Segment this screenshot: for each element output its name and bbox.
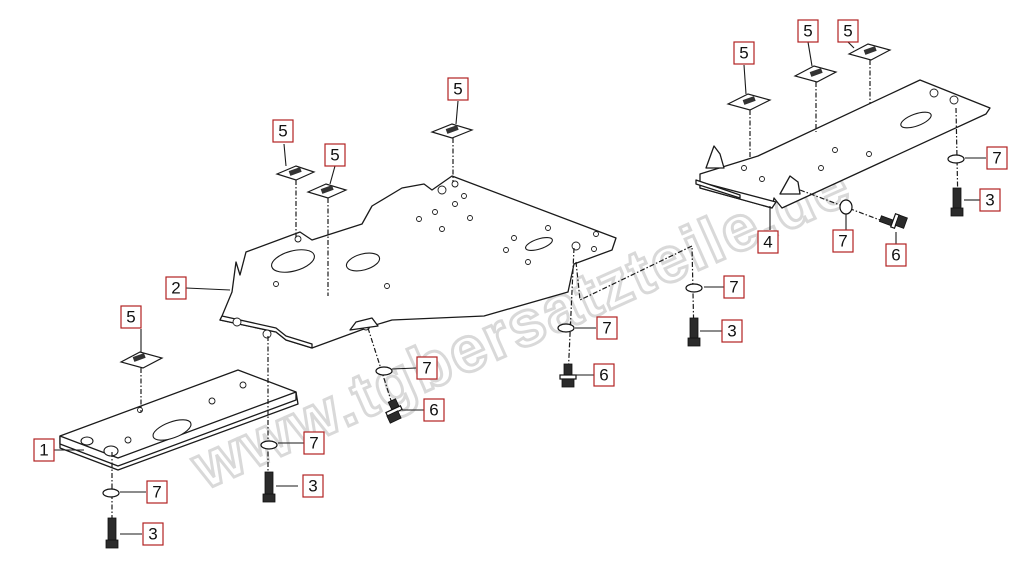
callout-3-center[interactable]: 3 [721,319,743,343]
callout-label: 7 [729,278,738,297]
clip-nut-group [119,43,892,369]
callout-label: 5 [739,44,748,63]
clip-nut [847,43,892,61]
callout-label: 5 [843,22,852,41]
callout-7-center-right[interactable]: 7 [723,275,745,299]
callout-4[interactable]: 4 [757,230,779,254]
callout-label: 3 [148,525,157,544]
callout-5-middle-left[interactable]: 5 [272,119,294,143]
callout-label: 5 [453,80,462,99]
clip-nut [793,65,838,83]
callout-label: 7 [152,483,161,502]
bolt [950,187,964,217]
callout-3-middle[interactable]: 3 [302,474,324,498]
callout-label: 7 [309,434,318,453]
callout-label: 6 [429,401,438,420]
callout-5-rear-center[interactable]: 5 [797,19,819,43]
washer [260,440,278,450]
callout-label: 7 [602,319,611,338]
callout-label: 3 [727,322,736,341]
callout-5-front[interactable]: 5 [120,305,142,329]
clip-nut [726,93,772,111]
callout-5-rear-right[interactable]: 5 [837,19,859,43]
bolt-group [105,187,964,549]
clip-nut [119,351,164,369]
callout-7-middle-rear[interactable]: 7 [416,356,438,380]
washer [557,323,575,333]
skid-plate-rear [695,79,991,209]
callout-3-front[interactable]: 3 [142,522,164,546]
callout-label: 5 [803,22,812,41]
callout-label: 3 [308,477,317,496]
callout-6-middle[interactable]: 6 [423,398,445,422]
callout-5-middle-right[interactable]: 5 [447,77,469,101]
callout-label: 7 [422,359,431,378]
callout-7-middle[interactable]: 7 [303,431,325,455]
flange-bolt [385,398,403,424]
callout-label: 5 [278,122,287,141]
callout-7-rear-side[interactable]: 7 [832,229,854,253]
skid-plate-middle [219,175,617,349]
callout-label: 5 [126,308,135,327]
callout-5-rear-left[interactable]: 5 [733,41,755,65]
flange-bolt-group [385,212,908,424]
callout-7-center[interactable]: 7 [596,316,618,340]
washer-group [102,154,965,498]
callout-6-rear[interactable]: 6 [885,243,907,267]
bolt [687,317,701,347]
callout-label: 6 [891,246,900,265]
callout-6-center[interactable]: 6 [593,363,615,387]
washer [839,199,853,215]
callout-label: 3 [985,191,994,210]
callout-label: 5 [330,146,339,165]
callout-label: 2 [171,279,180,298]
callout-7-rear[interactable]: 7 [986,146,1008,170]
clip-nut [306,183,348,199]
washer [685,283,703,293]
bolt [262,471,276,503]
washer [102,488,120,498]
callout-label: 4 [763,233,772,252]
bolt [105,517,119,549]
leader-lines [54,41,986,535]
callout-label: 7 [838,232,847,251]
clip-nut [275,165,316,181]
callout-label: 6 [599,366,608,385]
washer [375,366,393,376]
flange-bolt [878,212,908,230]
clip-nut [430,123,474,139]
callout-1[interactable]: 1 [33,438,55,462]
callout-2[interactable]: 2 [165,276,187,300]
callout-label: 7 [992,149,1001,168]
callout-label: 1 [39,441,48,460]
callout-7-front[interactable]: 7 [146,480,168,504]
washer [947,154,965,164]
skid-plate-front [59,369,299,471]
flange-bolt [559,363,577,388]
callout-5-middle-center[interactable]: 5 [324,143,346,167]
callout-3-rear[interactable]: 3 [979,188,1001,212]
